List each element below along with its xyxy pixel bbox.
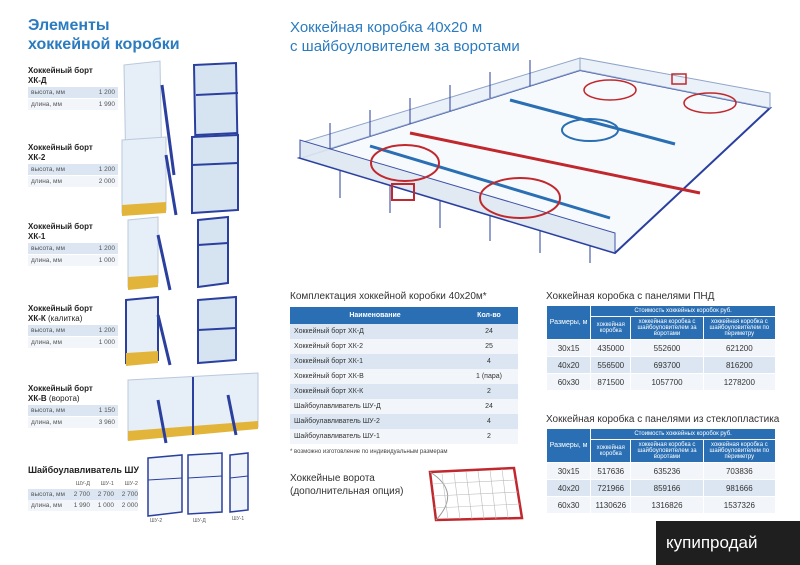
glass-title: Хоккейная коробка с панелями из стеклопл… [546,414,780,425]
board-hk-1-image [127,215,229,291]
kit-note: * возможно изготовление по индивидуальны… [290,449,448,455]
shu-label-1: ШУ-1 [232,516,245,522]
left-title: Элементы хоккейной коробки [28,17,180,53]
pnd-table: Размеры, м Стоимость хоккейных коробок р… [545,305,777,391]
board-illustrations [121,60,259,444]
board-hk-k-image [125,295,237,366]
gates-label: Хоккейные ворота (дополнительная опция) [290,473,404,497]
pnd-title: Хоккейная коробка с панелями ПНД [546,291,715,302]
kupiprodai-logo[interactable]: купипродай [656,521,800,565]
right-title: Хоккейная коробка 40х20 м с шайбоуловите… [290,19,520,55]
shu-label-2: ШУ-2 [150,518,163,524]
hockey-gate-image [428,466,524,522]
shu-title: Шайбоулавливатель ШУ [28,465,140,475]
glass-table: Размеры, м Стоимость хоккейных коробок р… [545,428,777,514]
kit-title: Комплектация хоккейной коробки 40х20м* [290,291,487,302]
board-hk-v-image [127,372,259,444]
board-hk-2-image [121,133,239,216]
shu-illustration [147,452,249,517]
rink-illustration [296,57,773,263]
shu-label-d: ШУ-Д [193,518,206,524]
